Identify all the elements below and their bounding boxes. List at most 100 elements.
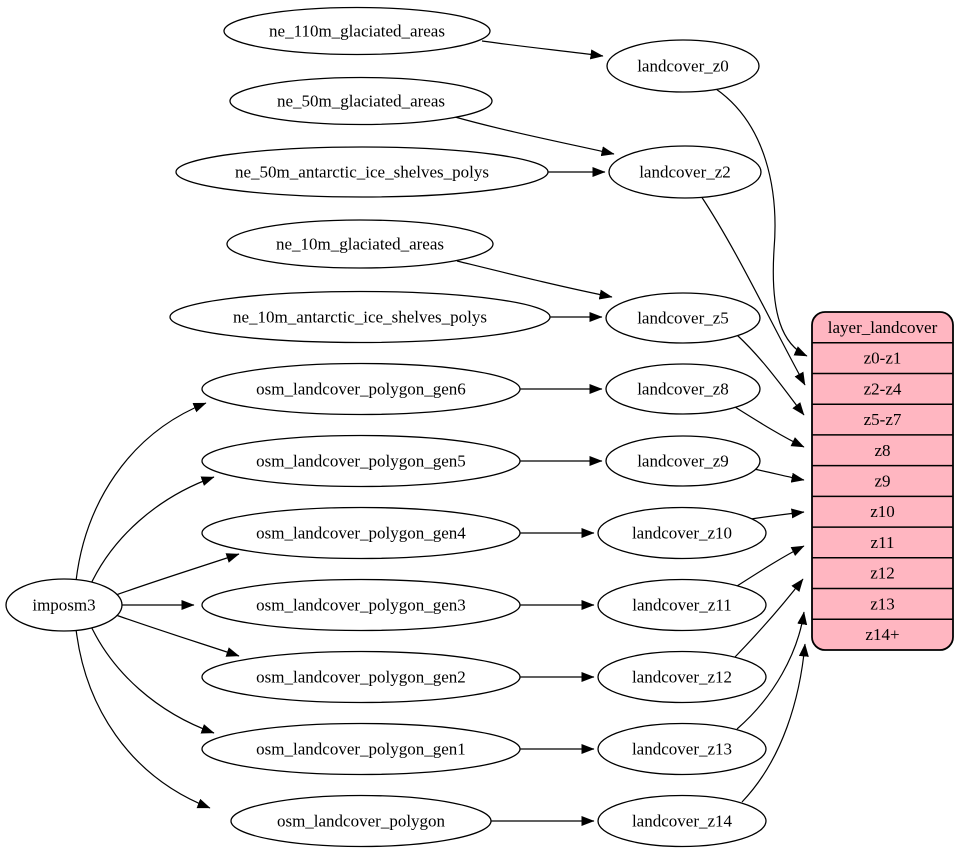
node-ellipse [169,290,551,344]
table-row-z13: z13 [870,594,895,613]
node-ne_10m_glaciated_areas: ne_10m_glaciated_areas [226,219,494,269]
node-ellipse [223,6,491,56]
node-label: imposm3 [32,596,95,615]
node-ellipse [201,506,521,560]
edge-landcover_z9-row-z9 [753,468,805,483]
node-label: landcover_z2 [639,163,731,182]
node-label: ne_50m_glaciated_areas [277,92,445,111]
node-ellipse [226,219,494,269]
edge-landcover_z14-row-z14plus [741,643,809,803]
node-ne_50m_glaciated_areas: ne_50m_glaciated_areas [229,76,493,126]
node-ne_10m_antarctic_ice_shelves_polys: ne_10m_antarctic_ice_shelves_polys [169,290,551,344]
node-label: osm_landcover_polygon [277,812,446,831]
node-landcover_z14: landcover_z14 [597,794,767,848]
node-ellipse [597,578,767,632]
node-ellipse [597,794,767,848]
node-landcover_z2: landcover_z2 [608,145,762,199]
node-label: landcover_z5 [637,309,729,328]
node-landcover_z0: landcover_z0 [606,39,760,93]
node-ellipse [201,578,521,632]
node-ellipse [597,650,767,704]
node-imposm3: imposm3 [5,578,123,632]
node-label: ne_50m_antarctic_ice_shelves_polys [235,163,489,182]
edge-layer [75,40,809,826]
table-row-z9: z9 [874,472,890,491]
node-label: ne_110m_glaciated_areas [269,22,445,41]
edge-landcover_z8-row-z8 [734,406,805,448]
node-label: osm_landcover_polygon_gen3 [256,596,466,615]
edge-imposm3-osm_landcover_polygon_gen5 [88,476,215,589]
node-label: osm_landcover_polygon_gen6 [256,380,466,399]
node-landcover_z13: landcover_z13 [597,722,767,776]
edge-imposm3-osm_landcover_polygon [75,628,211,809]
edge-ne_10m_glaciated_areas-landcover_z5 [456,260,613,300]
node-label: osm_landcover_polygon_gen4 [256,524,466,543]
node-ne_50m_antarctic_ice_shelves_polys: ne_50m_antarctic_ice_shelves_polys [175,146,549,198]
node-label: landcover_z9 [637,452,729,471]
node-label: landcover_z0 [637,57,729,76]
node-landcover_z8: landcover_z8 [605,363,761,415]
node-ellipse [201,722,521,776]
node-ellipse [597,506,767,560]
node-ellipse [230,794,492,848]
edge-ne_50m_glaciated_areas-landcover_z2 [454,116,615,157]
node-label: landcover_z13 [632,740,732,759]
node-ne_110m_glaciated_areas: ne_110m_glaciated_areas [223,6,491,56]
node-ellipse [229,76,493,126]
edge-landcover_z12-row-z12 [734,578,804,658]
edge-landcover_z5-row-z5-z7 [736,334,805,416]
node-label: landcover_z10 [632,524,732,543]
node-label: landcover_z12 [632,668,732,687]
node-label: landcover_z8 [637,380,729,399]
node-landcover_z11: landcover_z11 [597,578,767,632]
edge-landcover_z10-row-z10 [750,508,805,520]
node-landcover_z5: landcover_z5 [605,292,761,344]
node-osm_landcover_polygon_gen3: osm_landcover_polygon_gen3 [201,578,521,632]
node-label: landcover_z14 [632,812,733,831]
table-row-z10: z10 [870,502,895,521]
node-label: osm_landcover_polygon_gen1 [256,740,466,759]
table-row-z12: z12 [870,564,895,583]
node-ellipse [605,435,761,487]
edge-landcover_z11-row-z11 [736,545,805,587]
node-ellipse [201,434,521,488]
node-ellipse [5,578,123,632]
node-ellipse [605,292,761,344]
node-landcover_z12: landcover_z12 [597,650,767,704]
edge-imposm3-osm_landcover_polygon_gen4 [112,553,240,597]
table-row-z5-z7: z5-z7 [864,410,902,429]
node-label: osm_landcover_polygon_gen5 [256,452,466,471]
node-osm_landcover_polygon_gen6: osm_landcover_polygon_gen6 [201,362,521,416]
table-layer_landcover: layer_landcover z0-z1 z2-z4 z5-z7 z8 z9 … [811,311,954,651]
table-row-z2-z4: z2-z4 [864,379,902,398]
table-row-z14plus: z14+ [865,625,899,644]
node-label: landcover_z11 [632,596,731,615]
node-landcover_z10: landcover_z10 [597,506,767,560]
table-row-z0-z1: z0-z1 [864,349,902,368]
edge-imposm3-osm_landcover_polygon_gen1 [88,621,215,734]
edge-imposm3-osm_landcover_polygon_gen2 [112,613,240,657]
node-ellipse [608,145,762,199]
node-label: osm_landcover_polygon_gen2 [256,668,466,687]
edge-landcover_z13-row-z13 [736,611,808,730]
node-ellipse [597,722,767,776]
edge-imposm3-osm_landcover_polygon_gen6 [75,402,207,582]
edge-ne_110m_glaciated_areas-landcover_z0 [481,40,604,60]
node-label: ne_10m_antarctic_ice_shelves_polys [233,308,487,327]
node-osm_landcover_polygon_gen5: osm_landcover_polygon_gen5 [201,434,521,488]
node-osm_landcover_polygon_gen1: osm_landcover_polygon_gen1 [201,722,521,776]
node-ellipse [175,146,549,198]
node-ellipse [606,39,760,93]
table-row-z11: z11 [871,533,895,552]
node-ellipse [201,650,521,704]
table-row-z8: z8 [874,441,890,460]
node-osm_landcover_polygon: osm_landcover_polygon [230,794,492,848]
table-header: layer_landcover [828,318,938,337]
edge-landcover_z2-row-z2-z4 [700,195,806,386]
node-osm_landcover_polygon_gen2: osm_landcover_polygon_gen2 [201,650,521,704]
node-label: ne_10m_glaciated_areas [276,235,444,254]
node-landcover_z9: landcover_z9 [605,435,761,487]
node-ellipse [201,362,521,416]
node-osm_landcover_polygon_gen4: osm_landcover_polygon_gen4 [201,506,521,560]
